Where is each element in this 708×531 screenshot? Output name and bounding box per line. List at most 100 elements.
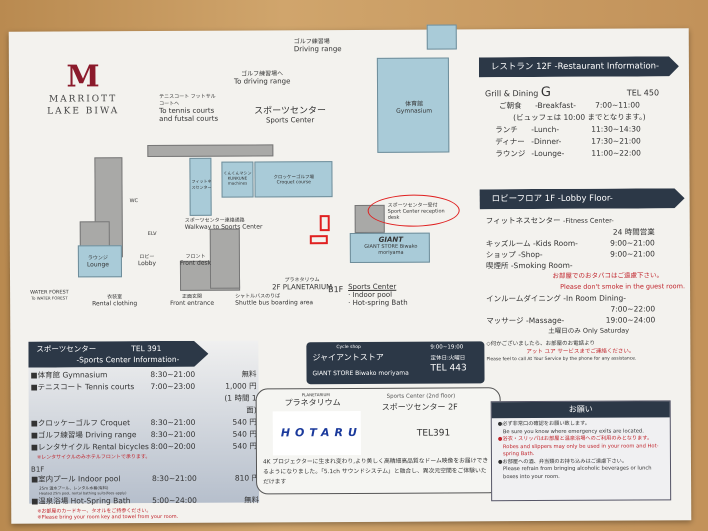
lobby-banner: ロビーフロア 1F -Lobby Floor- [480, 188, 685, 209]
meal-name: ラウンジ [495, 149, 526, 159]
map-label: ゴルフ練習場へ [241, 70, 284, 78]
sports-tel: TEL 391 [131, 343, 162, 354]
facility-hours: 9:00~21:00 [610, 249, 655, 259]
map-label: スポーツセンター [254, 106, 326, 117]
restaurant-section: レストラン 12F -Restaurant Information- Grill… [479, 56, 680, 160]
map-label: ELV [147, 231, 157, 238]
map-label: To tennis courts and futsal courts [159, 106, 219, 123]
facility-name-en: -Fitness Center- [562, 216, 614, 225]
driving-range-area [426, 24, 457, 50]
facility-hours: 8:30~21:00 [150, 369, 196, 380]
restaurant-name: Grill & Dining [485, 89, 539, 99]
map-label: Gymnasium [396, 107, 433, 115]
restaurant-tel: TEL 450 [626, 88, 660, 98]
request-title: お願い [491, 401, 670, 419]
meal-name: ディナー [495, 137, 525, 147]
map-label: Rental clothing [92, 300, 138, 308]
map-label: 2F PLANETARIUM [272, 283, 333, 292]
meal-hours: 11:00~22:00 [591, 148, 641, 158]
facility-row: ■温泉浴場 Hot-Spring Bath 5:00~24:00 無料 [29, 494, 259, 507]
map-label: フィットネスセンター [191, 178, 212, 190]
facility-price: 540 円 [232, 417, 257, 427]
map-label: KUNKUNE machines [227, 175, 248, 186]
map-label: To WATER FOREST [31, 295, 68, 301]
facility-name-en: -Kids Room- [532, 238, 578, 249]
facility-name-en: -In Room Dining- [563, 293, 627, 303]
facility-name: ■ゴルフ練習場 Driving range [30, 430, 137, 440]
facility-name: ■室内プール Indoor pool [31, 474, 121, 484]
giant-label: Cycle shop [336, 344, 361, 351]
facility-name: ■クロッケーゴルフ Croquet [30, 418, 131, 428]
facility-hours: 8:30~21:00 [150, 417, 196, 428]
meal-hours: 7:00~11:00 [595, 100, 640, 110]
meal-name-en: -Lunch- [531, 124, 560, 135]
sc-2f-label: Sports Center (2nd floor) [386, 393, 456, 400]
lobby-section: ロビーフロア 1F -Lobby Floor- フィットネスセンター -Fitn… [480, 188, 686, 363]
map-label: WC [129, 198, 139, 205]
sc-2f-tel: TEL391 [416, 428, 451, 439]
facility-price: 540 円 [232, 441, 257, 451]
facility-name: ■温泉浴場 Hot-Spring Bath [31, 496, 131, 506]
meal-name: ランチ [495, 125, 518, 135]
menu-row: ご朝食-Breakfast-7:00~11:00 [499, 99, 679, 112]
facility-name: ショップ [485, 250, 516, 260]
map-label: To driving range [233, 77, 291, 86]
facility-name-en: -Smoking Room- [510, 260, 573, 271]
fitness-block: フィットネスセンター [189, 157, 212, 216]
giant-name-en: GIANT STORE Biwako moriyama [312, 369, 409, 378]
facility-row: (1 時間 1 面) [31, 392, 257, 417]
facility-name [31, 393, 151, 418]
meal-name-en: -Dinner- [531, 136, 562, 147]
giant-tel: TEL 443 [430, 363, 467, 374]
restaurant-banner: レストラン 12F -Restaurant Information- [479, 56, 679, 77]
meal-name-en: -Lounge- [531, 148, 565, 159]
map-label: Shuttle bus boarding area [235, 299, 314, 307]
map-label: Driving range [293, 45, 342, 54]
planetarium-description: 4K プロジェクターに生まれ変わり,より美しく高精細高品質なドーム映像をお届けで… [262, 458, 489, 486]
facility-hours: 19:00~24:00 [605, 315, 656, 325]
map-label: 体育館 [405, 100, 424, 108]
bath-note-en: ※Please bring your room key and towel fr… [37, 513, 179, 521]
request-box: お願い ●必ず非常口の確認をお願い致します。Be sure you know w… [490, 400, 672, 502]
map-label: ゴルフ練習場 [293, 38, 330, 46]
map-label: Sports Center [265, 116, 315, 125]
giant-hours: 9:00~19:00 [430, 344, 464, 351]
down-arrow-icon [319, 215, 330, 232]
facility-hours: 5:00~24:00 [152, 495, 197, 506]
facility-price: 1,000 円 [225, 381, 257, 391]
building-block [147, 144, 274, 158]
facility-price: 540 円 [232, 429, 257, 439]
planetarium-box: PLANETARIUM プラネタリウム HOTARU Sports Center… [255, 387, 502, 495]
planetarium-name: プラネタリウム [284, 398, 341, 408]
sports-banner-title: スポーツセンター [36, 344, 97, 354]
map-label: Front desk [179, 259, 212, 267]
buffet-note: (ビュッフェは 10:00 までとなります。) [513, 112, 646, 123]
menu-row: ランチ-Lunch-11:30~14:30 [495, 123, 679, 136]
map-label: Croquet course [276, 180, 311, 186]
map-label: Lobby [137, 260, 157, 268]
map-label: B1F [328, 285, 344, 295]
facility-price: (1 時間 1 面) [224, 393, 257, 415]
giant-name-jp: ジャイアントストア [312, 352, 384, 363]
facility-hours: 9:00~21:00 [610, 238, 655, 248]
map-label: テニスコート フットサルコートへ [159, 93, 216, 107]
facility-name-en: -Shop- [518, 249, 543, 260]
request-item-en: Robes and slippers may only be used in y… [502, 442, 659, 458]
facility-name: マッサージ [486, 316, 524, 326]
facility-hours: 8:30~21:00 [150, 429, 196, 440]
left-arrow-icon [309, 235, 328, 245]
menu-row: ディナー-Dinner-17:30~21:00 [495, 135, 679, 148]
facility-name: キッズルーム [485, 239, 531, 249]
giant-closed: 定休日:火曜日 [430, 355, 466, 362]
facility-hours: 8:00~20:00 [150, 441, 196, 452]
map-label: Front entrance [170, 299, 215, 307]
facility-price: 無料 [244, 495, 260, 505]
facility-name: ■レンタサイクル Rental bicycles [30, 442, 149, 452]
